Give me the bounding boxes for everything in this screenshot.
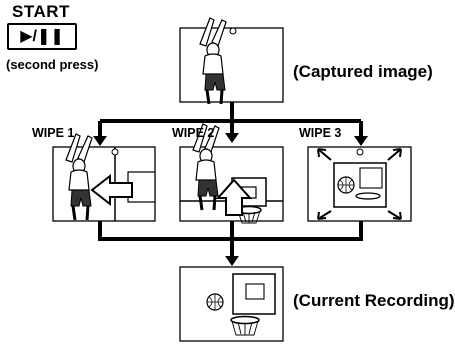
captured-image-caption: (Captured image) <box>293 62 433 81</box>
wipe2-frame <box>179 122 284 224</box>
current-recording-caption: (Current Recording) <box>293 291 455 310</box>
flow-connectors <box>98 102 363 256</box>
wipe3-frame <box>307 146 412 222</box>
arrow-up-icon <box>215 178 253 216</box>
flow-arrowheads <box>93 133 368 266</box>
captured-image-frame <box>179 16 284 106</box>
arrow-left-icon <box>90 173 133 207</box>
current-recording-frame <box>179 266 284 342</box>
start-label: START <box>12 2 70 21</box>
expand-arrows-icon <box>317 148 402 220</box>
wipe1-label: WIPE 1 <box>32 126 75 140</box>
second-press-note: (second press) <box>6 57 99 72</box>
play-pause-button[interactable]: ▶/❚❚ <box>7 23 77 50</box>
wipe2-label: WIPE 2 <box>172 126 215 140</box>
wipe3-label: WIPE 3 <box>299 126 342 140</box>
wipe1-frame <box>52 132 156 222</box>
basketball-icon <box>206 293 224 311</box>
